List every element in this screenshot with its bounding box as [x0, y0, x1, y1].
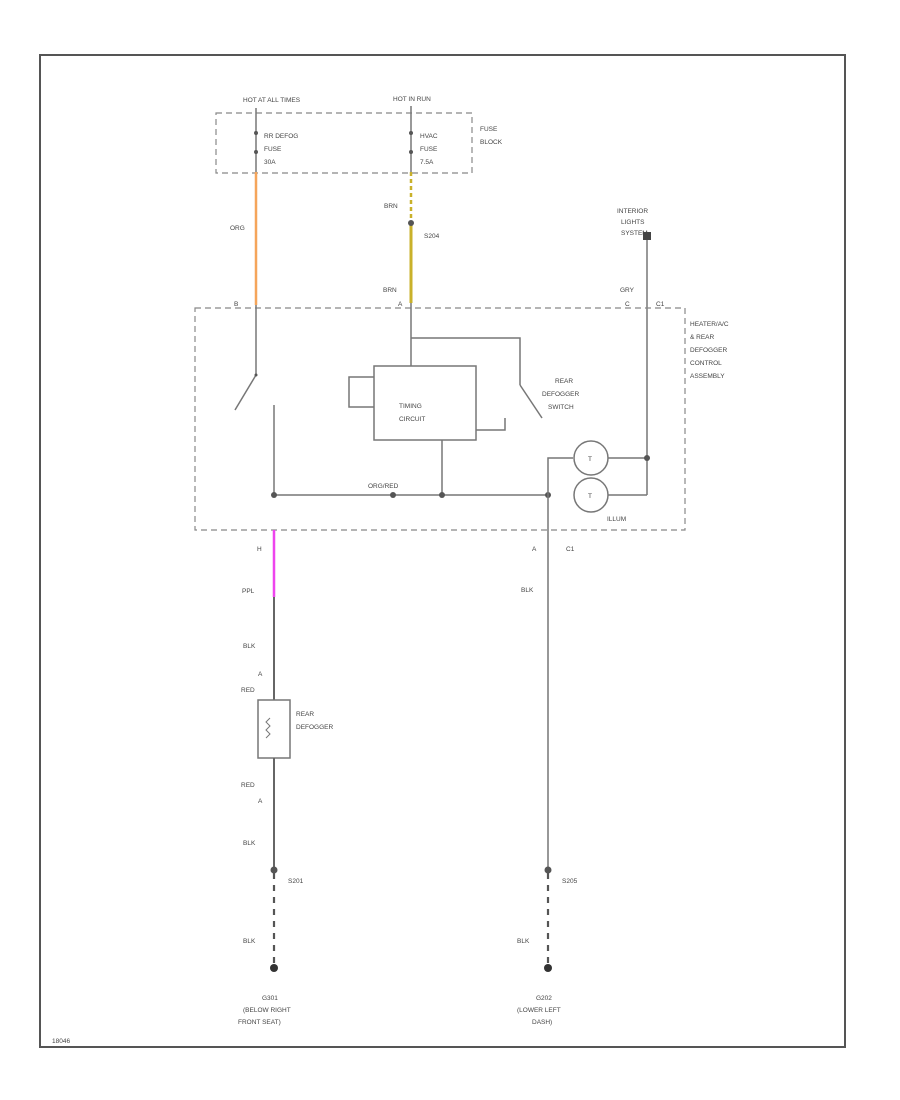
- hot-at-all-times-label: HOT AT ALL TIMES: [243, 97, 301, 104]
- timing-circuit: TIMING CIRCUIT: [348, 365, 506, 495]
- svg-text:BRN: BRN: [383, 287, 397, 294]
- svg-text:BLOCK: BLOCK: [480, 139, 503, 146]
- control-assembly: HEATER/A/C & REAR DEFOGGER CONTROL ASSEM…: [194, 301, 729, 535]
- svg-text:BLK: BLK: [521, 587, 534, 594]
- svg-text:SYSTEM: SYSTEM: [621, 230, 648, 237]
- svg-text:ASSEMBLY: ASSEMBLY: [690, 373, 725, 380]
- svg-text:CONTROL: CONTROL: [690, 360, 722, 367]
- interior-lights-system: INTERIOR LIGHTS SYSTEM GRY: [617, 208, 651, 310]
- svg-text:(LOWER LEFT: (LOWER LEFT: [517, 1007, 561, 1014]
- svg-text:DEFOGGER: DEFOGGER: [296, 724, 334, 731]
- svg-text:C1: C1: [656, 301, 665, 308]
- svg-text:GRY: GRY: [620, 287, 635, 294]
- svg-text:DEFOGGER: DEFOGGER: [690, 347, 728, 354]
- g301-ground-icon: [270, 964, 278, 972]
- svg-text:C1: C1: [566, 546, 575, 553]
- g202-ground-icon: [544, 964, 552, 972]
- svg-text:T: T: [588, 456, 592, 463]
- s201-splice: [270, 866, 278, 874]
- svg-text:30A: 30A: [264, 159, 276, 166]
- svg-text:HVAC: HVAC: [420, 133, 438, 140]
- relay-contact: [234, 305, 275, 495]
- svg-text:FUSE: FUSE: [264, 146, 282, 153]
- svg-text:A: A: [258, 798, 263, 805]
- svg-text:SWITCH: SWITCH: [548, 404, 574, 411]
- org-wire: ORG: [230, 172, 258, 305]
- brn-wire: BRN S204 BRN: [383, 172, 440, 303]
- svg-text:S201: S201: [288, 878, 304, 885]
- svg-text:A: A: [398, 301, 403, 308]
- svg-text:REAR: REAR: [296, 711, 314, 718]
- diagram-id: 18046: [52, 1038, 70, 1045]
- svg-text:ILLUM: ILLUM: [607, 516, 626, 523]
- svg-text:DEFOGGER: DEFOGGER: [542, 391, 580, 398]
- svg-text:FUSE: FUSE: [420, 146, 438, 153]
- svg-text:FRONT SEAT): FRONT SEAT): [238, 1019, 281, 1026]
- svg-text:BLK: BLK: [243, 643, 256, 650]
- svg-text:BLK: BLK: [243, 938, 256, 945]
- svg-text:ORG/RED: ORG/RED: [368, 483, 399, 490]
- svg-text:A: A: [258, 671, 263, 678]
- svg-text:S205: S205: [562, 878, 578, 885]
- ground-branch: A C1 BLK S205 BLK G202 (LOWER LEFT DASH): [517, 535, 578, 1026]
- illum-lamps: T T ILLUM: [547, 310, 650, 523]
- diagram-frame: [39, 54, 846, 1048]
- rear-defogger-switch: REAR DEFOGGER SWITCH: [519, 378, 580, 419]
- svg-text:C: C: [625, 301, 630, 308]
- rear-defogger-element: REAR DEFOGGER: [257, 699, 334, 759]
- svg-text:ORG: ORG: [230, 225, 245, 232]
- svg-text:INTERIOR: INTERIOR: [617, 208, 648, 215]
- fuse-block: HOT AT ALL TIMES HOT IN RUN RR DEFOG FUS…: [215, 96, 503, 174]
- fuse-block-label: FUSE: [480, 126, 498, 133]
- hvac-fuse: HVAC FUSE 7.5A: [409, 106, 438, 172]
- svg-text:BLK: BLK: [243, 840, 256, 847]
- hot-in-run-label: HOT IN RUN: [393, 96, 431, 103]
- s205-splice: [544, 866, 552, 874]
- svg-text:H: H: [257, 546, 262, 553]
- svg-text:B: B: [234, 301, 238, 308]
- svg-text:LIGHTS: LIGHTS: [621, 219, 645, 226]
- s204-splice: [408, 220, 414, 226]
- svg-text:TIMING: TIMING: [399, 403, 422, 410]
- rr-defog-fuse: RR DEFOG FUSE 30A: [254, 108, 298, 172]
- svg-text:BRN: BRN: [384, 203, 398, 210]
- svg-text:& REAR: & REAR: [690, 334, 715, 341]
- svg-text:S204: S204: [424, 233, 440, 240]
- svg-text:BLK: BLK: [517, 938, 530, 945]
- svg-text:G301: G301: [262, 995, 278, 1002]
- svg-text:DASH): DASH): [532, 1019, 552, 1026]
- svg-text:RED: RED: [241, 687, 255, 694]
- svg-text:PPL: PPL: [242, 588, 255, 595]
- svg-text:T: T: [588, 493, 592, 500]
- svg-text:HEATER/A/C: HEATER/A/C: [690, 321, 729, 328]
- rear-defogger-branch: H PPL BLK A RED REAR DEFOGGER RED A BLK …: [238, 530, 334, 1026]
- svg-text:RR DEFOG: RR DEFOG: [264, 133, 298, 140]
- svg-text:7.5A: 7.5A: [420, 159, 434, 166]
- svg-text:CIRCUIT: CIRCUIT: [399, 416, 425, 423]
- svg-text:RED: RED: [241, 782, 255, 789]
- svg-text:(BELOW RIGHT: (BELOW RIGHT: [243, 1007, 291, 1014]
- svg-text:REAR: REAR: [555, 378, 573, 385]
- svg-text:G202: G202: [536, 995, 552, 1002]
- svg-text:A: A: [532, 546, 537, 553]
